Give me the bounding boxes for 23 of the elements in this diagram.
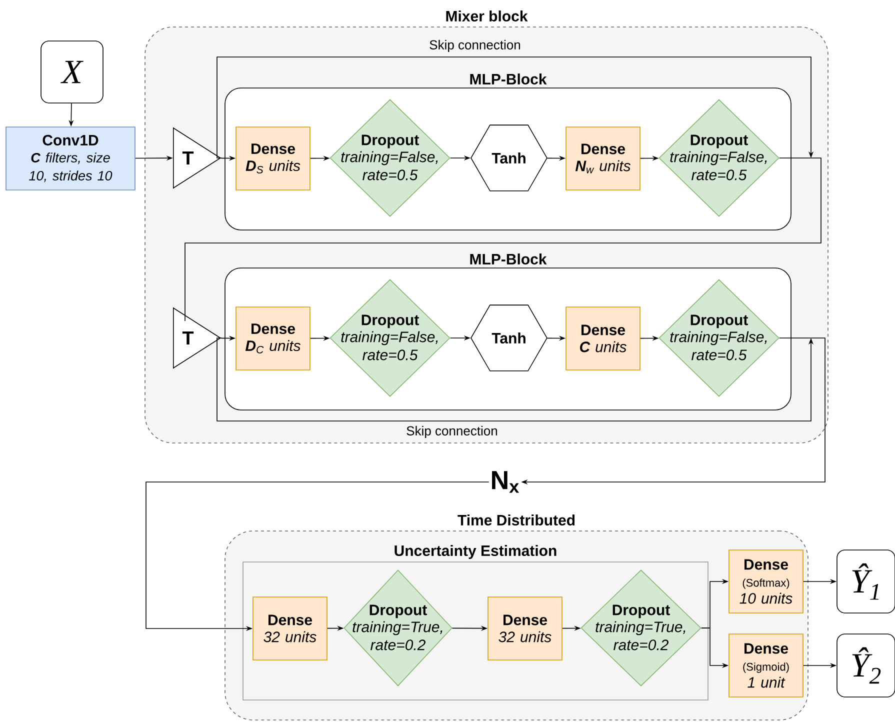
node-label: Time Distributed (458, 514, 575, 526)
edge-label: Skip connection (405, 424, 499, 440)
dense-layer-box: Dense D$_{S}$ units (236, 126, 310, 190)
activation-hexagon: Tanh (470, 304, 548, 372)
variable-box: Ŷ$_{2}$ (836, 634, 895, 698)
variable-box: Ŷ$_{1}$ (836, 550, 895, 614)
activation-hexagon: Tanh (470, 124, 548, 192)
variable-box: X (40, 40, 104, 104)
dense-layer-box: Dense N$_{w}$ units (566, 126, 640, 190)
arrow (216, 56, 814, 158)
repeat-label: N$_{x}$ (492, 471, 520, 493)
dense-layer-box: Dense 32 units (252, 596, 328, 660)
dense-layer-box: Dense C units (566, 306, 640, 370)
dense-layer-box: Dense D$_{C}$ units (236, 306, 310, 370)
edge-label: Skip connection (428, 38, 522, 54)
conv-layer-box: Conv1D C filters, size 10, strides 10 (6, 126, 136, 190)
node-label: MLP-Block (470, 253, 547, 264)
dense-layer-box: Dense (Softmax) 10 units (728, 550, 804, 614)
dense-layer-box: Dense (Sigmoid) 1 unit (728, 634, 804, 698)
node-label: Mixer block (446, 10, 528, 22)
node-label: Uncertainty Estimation (394, 545, 556, 559)
node-label: MLP-Block (470, 73, 547, 84)
dense-layer-box: Dense 32 units (488, 596, 562, 660)
